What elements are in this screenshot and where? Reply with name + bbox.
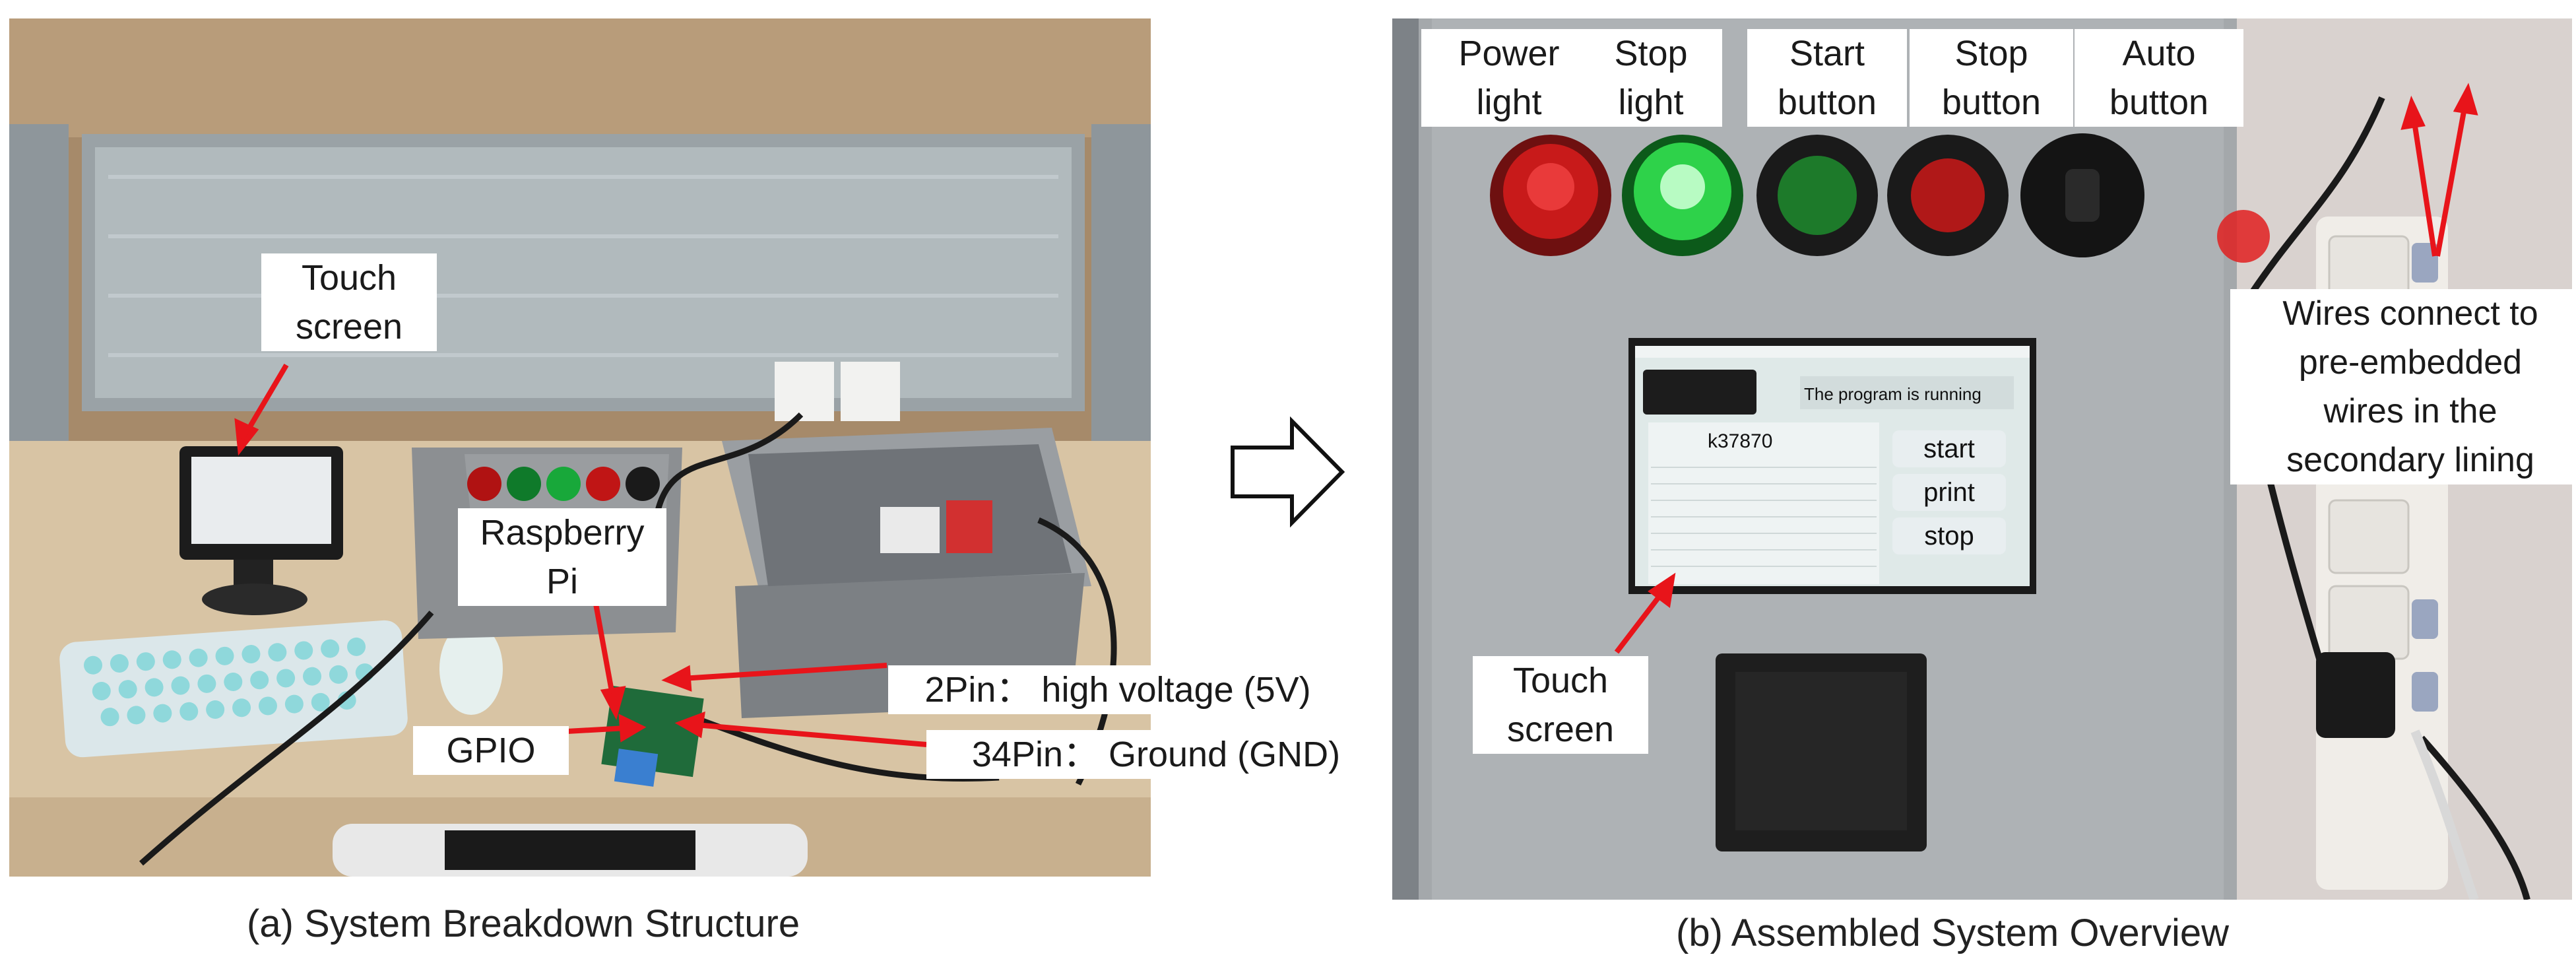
gpio-label: GPIO [413,726,569,775]
screen-id-text: k37870 [1708,430,1773,452]
auto-button-label: Auto button [2075,29,2243,127]
raspberry-pi-label: Raspberry Pi [458,508,666,606]
touch-screen-label-b: Touch screen [1473,656,1648,754]
screen-print-button[interactable]: print [1892,474,2006,511]
touch-screen-label-a: Touch screen [261,253,437,351]
power-light-label: Power light [1421,29,1597,127]
screen-start-button[interactable]: start [1892,430,2006,467]
stop-button-label: Stop button [1910,29,2073,127]
pin34-ground-label: 34Pin： Ground (GND) [926,730,1386,779]
system-breakdown-photo [9,18,1151,877]
screen-status-text: The program is running [1804,384,1981,404]
screen-stop-button[interactable]: stop [1892,517,2006,554]
stop-light-label: Stop light [1580,29,1722,127]
pin2-high-voltage-label: 2Pin： high voltage (5V) [888,665,1347,714]
caption-b: (b) Assembled System Overview [1676,912,2230,954]
wires-label: Wires connect to pre-embedded wires in t… [2230,289,2576,484]
arrow-right-icon [1231,416,1345,528]
caption-a: (a) System Breakdown Structure [247,902,800,945]
start-button-label: Start button [1747,29,1907,127]
breakdown-photo-drawing [9,18,1151,877]
